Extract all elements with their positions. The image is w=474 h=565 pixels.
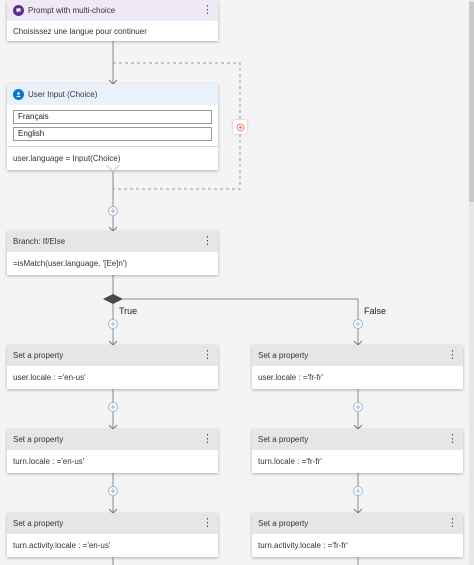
set-property-expression: turn.locale : ='en-us' [13, 457, 85, 466]
set-property-card-header[interactable]: Set a property ⋮ [252, 513, 463, 534]
choice-option[interactable]: English [13, 127, 212, 141]
set-property-expression: turn.activity.locale : ='fr-fr' [258, 541, 348, 550]
set-property-expression: user.locale : ='fr-fr' [258, 373, 324, 382]
set-property-title: Set a property [13, 435, 64, 444]
prompt-card-header[interactable]: Prompt with multi-choice ⋮ [7, 0, 218, 21]
more-vertical-icon[interactable]: ⋮ [202, 235, 213, 247]
plus-icon[interactable] [353, 486, 363, 496]
plus-icon[interactable] [108, 206, 118, 216]
more-vertical-icon[interactable]: ⋮ [447, 433, 458, 445]
set-property-card-header[interactable]: Set a property ⋮ [252, 429, 463, 450]
user-input-card-header[interactable]: User Input (Choice) [7, 84, 218, 105]
set-property-card-header[interactable]: Set a property ⋮ [7, 345, 218, 366]
set-property-card-false-2[interactable]: Set a property ⋮ turn.locale : ='fr-fr' [252, 429, 463, 473]
set-property-card-true-1[interactable]: Set a property ⋮ user.locale : ='en-us' [7, 345, 218, 389]
more-vertical-icon[interactable]: ⋮ [202, 349, 213, 361]
chat-bubble-icon [13, 5, 24, 16]
set-property-card-true-2[interactable]: Set a property ⋮ turn.locale : ='en-us' [7, 429, 218, 473]
branch-card-title: Branch: If/Else [13, 237, 66, 246]
user-input-expression: user.language = Input(Choice) [13, 153, 121, 163]
prompt-card-text: Choisissez une langue pour continuer [13, 26, 147, 36]
set-property-title: Set a property [258, 435, 309, 444]
more-vertical-icon[interactable]: ⋮ [202, 4, 213, 16]
more-vertical-icon[interactable]: ⋮ [447, 517, 458, 529]
card-divider [7, 146, 218, 147]
card-notch [106, 165, 120, 172]
scrollbar-thumb[interactable] [469, 2, 474, 202]
plus-icon[interactable] [108, 402, 118, 412]
plus-icon[interactable] [353, 402, 363, 412]
set-property-card-true-3[interactable]: Set a property ⋮ turn.activity.locale : … [7, 513, 218, 557]
set-property-expression: user.locale : ='en-us' [13, 373, 86, 382]
set-property-title: Set a property [13, 519, 64, 528]
set-property-title: Set a property [258, 519, 309, 528]
plus-icon[interactable] [353, 319, 363, 329]
set-property-card-header[interactable]: Set a property ⋮ [252, 345, 463, 366]
loop-target-icon[interactable] [233, 120, 247, 134]
branch-diamond [103, 294, 123, 304]
plus-icon[interactable] [108, 486, 118, 496]
set-property-expression: turn.locale : ='fr-fr' [258, 457, 322, 466]
prompt-card[interactable]: Prompt with multi-choice ⋮ Choisissez un… [7, 0, 218, 41]
branch-card-header[interactable]: Branch: If/Else ⋮ [7, 231, 218, 252]
more-vertical-icon[interactable]: ⋮ [202, 517, 213, 529]
set-property-expression: turn.activity.locale : ='en-us' [13, 541, 111, 550]
more-vertical-icon[interactable]: ⋮ [202, 433, 213, 445]
set-property-card-header[interactable]: Set a property ⋮ [7, 429, 218, 450]
user-input-card[interactable]: User Input (Choice) Français English use… [7, 84, 218, 170]
vertical-scrollbar[interactable] [469, 0, 474, 565]
choice-option[interactable]: Français [13, 110, 212, 124]
person-icon [13, 89, 24, 100]
prompt-card-title: Prompt with multi-choice [28, 6, 116, 15]
set-property-title: Set a property [13, 351, 64, 360]
set-property-title: Set a property [258, 351, 309, 360]
set-property-card-false-3[interactable]: Set a property ⋮ turn.activity.locale : … [252, 513, 463, 557]
true-branch-label: True [119, 306, 138, 316]
user-input-card-title: User Input (Choice) [28, 90, 98, 99]
branch-card[interactable]: Branch: If/Else ⋮ =isMatch(user.language… [7, 231, 218, 275]
plus-icon[interactable] [108, 319, 118, 329]
false-branch-label: False [364, 306, 387, 316]
set-property-card-header[interactable]: Set a property ⋮ [7, 513, 218, 534]
branch-condition: =isMatch(user.language, '[Ee]n') [13, 259, 128, 268]
more-vertical-icon[interactable]: ⋮ [447, 349, 458, 361]
set-property-card-false-1[interactable]: Set a property ⋮ user.locale : ='fr-fr' [252, 345, 463, 389]
